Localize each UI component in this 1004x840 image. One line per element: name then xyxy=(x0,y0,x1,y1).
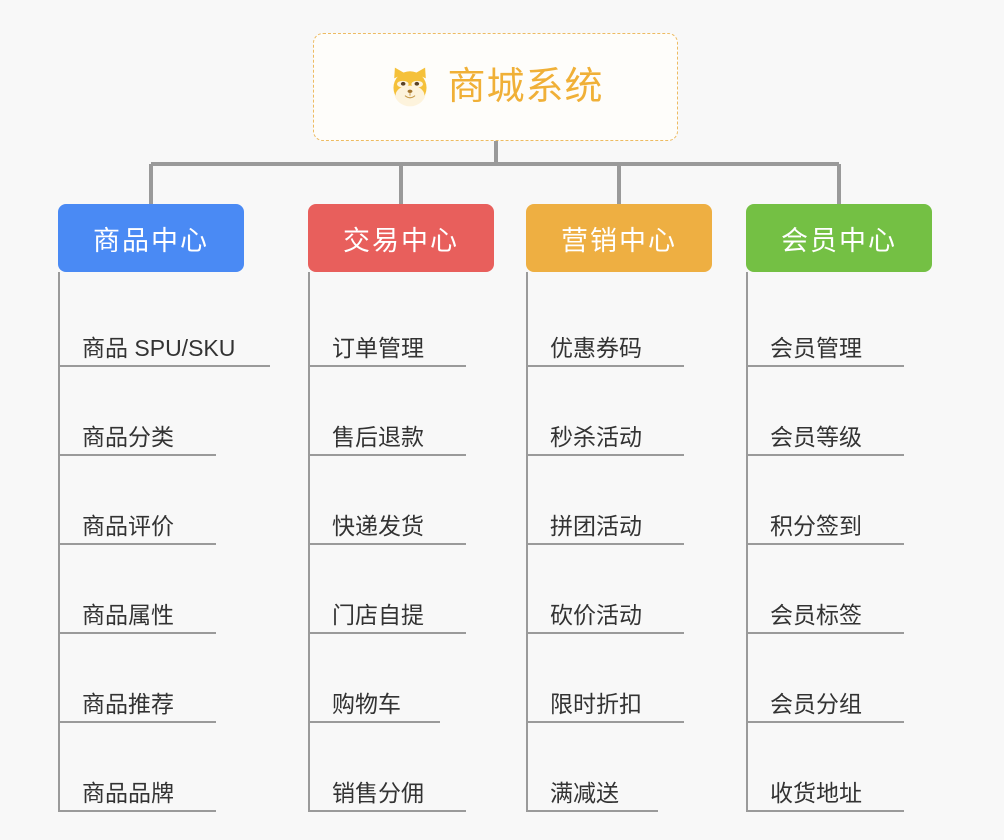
leaf-underline xyxy=(308,543,466,545)
leaf-underline xyxy=(746,721,904,723)
leaf-label: 商品 SPU/SKU xyxy=(82,334,236,361)
leaf-label: 拼团活动 xyxy=(550,512,642,539)
root-title: 商城系统 xyxy=(447,66,604,108)
leaf-underline xyxy=(746,365,904,367)
leaf-underline xyxy=(58,543,216,545)
leaf-item[interactable]: 商品分类 xyxy=(58,367,244,456)
leaf-item[interactable]: 门店自提 xyxy=(308,545,494,634)
branch-header-trade[interactable]: 交易中心 xyxy=(308,204,494,272)
leaf-label: 销售分佣 xyxy=(332,779,424,806)
leaf-label: 限时折扣 xyxy=(550,690,642,717)
leaf-underline xyxy=(58,365,270,367)
branch-spine xyxy=(526,272,528,812)
leaf-item[interactable]: 满减送 xyxy=(526,723,712,812)
branch-header-label: 商品中心 xyxy=(93,225,209,256)
leaf-underline xyxy=(746,543,904,545)
leaf-underline xyxy=(308,632,466,634)
leaf-item[interactable]: 秒杀活动 xyxy=(526,367,712,456)
branch-spine xyxy=(58,272,60,812)
leaf-item[interactable]: 会员等级 xyxy=(746,367,932,456)
leaf-list-member: 会员管理 会员等级 积分签到 会员标签 会员分组 收货地址 xyxy=(746,272,932,812)
leaf-item[interactable]: 商品品牌 xyxy=(58,723,244,812)
branch-products: 商品中心 商品 SPU/SKU 商品分类 商品评价 商品属性 商品推荐 xyxy=(58,204,270,812)
leaf-label: 优惠券码 xyxy=(550,334,642,361)
branch-trade: 交易中心 订单管理 售后退款 快递发货 门店自提 购物车 xyxy=(308,204,494,812)
leaf-label: 会员管理 xyxy=(770,334,862,361)
leaf-underline xyxy=(526,543,684,545)
leaf-item[interactable]: 销售分佣 xyxy=(308,723,494,812)
leaf-item[interactable]: 限时折扣 xyxy=(526,634,712,723)
leaf-label: 会员标签 xyxy=(770,601,862,628)
leaf-label: 快递发货 xyxy=(332,512,424,539)
leaf-item[interactable]: 会员标签 xyxy=(746,545,932,634)
leaf-label: 商品分类 xyxy=(82,423,174,450)
leaf-label: 商品推荐 xyxy=(82,690,174,717)
leaf-underline xyxy=(58,810,216,812)
leaf-underline xyxy=(526,721,684,723)
leaf-label: 商品评价 xyxy=(82,512,174,539)
leaf-item[interactable]: 商品评价 xyxy=(58,456,244,545)
shiba-dog-face-icon xyxy=(393,67,428,107)
leaf-item[interactable]: 快递发货 xyxy=(308,456,494,545)
leaf-list-marketing: 优惠券码 秒杀活动 拼团活动 砍价活动 限时折扣 满减送 xyxy=(526,272,712,812)
leaf-underline xyxy=(308,454,466,456)
leaf-label: 秒杀活动 xyxy=(550,423,642,450)
leaf-item[interactable]: 商品属性 xyxy=(58,545,244,634)
branch-header-label: 交易中心 xyxy=(343,225,459,256)
leaf-item[interactable]: 购物车 xyxy=(308,634,494,723)
leaf-label: 门店自提 xyxy=(332,601,424,628)
leaf-item[interactable]: 商品 SPU/SKU xyxy=(58,278,270,367)
leaf-item[interactable]: 商品推荐 xyxy=(58,634,244,723)
leaf-item[interactable]: 收货地址 xyxy=(746,723,932,812)
branch-spine xyxy=(308,272,310,812)
leaf-label: 积分签到 xyxy=(770,512,862,539)
leaf-item[interactable]: 售后退款 xyxy=(308,367,494,456)
leaf-label: 砍价活动 xyxy=(550,601,642,628)
leaf-label: 满减送 xyxy=(550,779,619,806)
leaf-underline xyxy=(58,721,216,723)
leaf-label: 会员分组 xyxy=(770,690,862,717)
leaf-underline xyxy=(308,810,466,812)
leaf-item[interactable]: 拼团活动 xyxy=(526,456,712,545)
branch-header-label: 营销中心 xyxy=(561,225,677,256)
branch-member: 会员中心 会员管理 会员等级 积分签到 会员标签 会员分组 xyxy=(746,204,932,812)
leaf-label: 会员等级 xyxy=(770,423,862,450)
leaf-item[interactable]: 砍价活动 xyxy=(526,545,712,634)
branch-header-products[interactable]: 商品中心 xyxy=(58,204,244,272)
leaf-item[interactable]: 优惠券码 xyxy=(526,278,712,367)
branch-header-label: 会员中心 xyxy=(781,225,897,256)
leaf-underline xyxy=(746,810,904,812)
branch-marketing: 营销中心 优惠券码 秒杀活动 拼团活动 砍价活动 限时折扣 xyxy=(526,204,712,812)
leaf-underline xyxy=(746,632,904,634)
leaf-list-products: 商品 SPU/SKU 商品分类 商品评价 商品属性 商品推荐 商品品牌 xyxy=(58,272,270,812)
leaf-label: 收货地址 xyxy=(770,779,862,806)
branch-header-member[interactable]: 会员中心 xyxy=(746,204,932,272)
branch-spine xyxy=(746,272,748,812)
leaf-underline xyxy=(526,810,658,812)
leaf-list-trade: 订单管理 售后退款 快递发货 门店自提 购物车 销售分佣 xyxy=(308,272,494,812)
leaf-label: 购物车 xyxy=(332,690,401,717)
leaf-underline xyxy=(308,365,466,367)
branch-header-marketing[interactable]: 营销中心 xyxy=(526,204,712,272)
leaf-underline xyxy=(308,721,440,723)
leaf-underline xyxy=(58,632,216,634)
root-node[interactable]: 商城系统 xyxy=(313,33,678,141)
leaf-label: 商品品牌 xyxy=(82,779,174,806)
leaf-underline xyxy=(746,454,904,456)
leaf-underline xyxy=(58,454,216,456)
leaf-label: 商品属性 xyxy=(82,601,174,628)
leaf-underline xyxy=(526,454,684,456)
leaf-underline xyxy=(526,365,684,367)
leaf-label: 订单管理 xyxy=(332,334,424,361)
leaf-label: 售后退款 xyxy=(332,423,424,450)
leaf-item[interactable]: 积分签到 xyxy=(746,456,932,545)
leaf-underline xyxy=(526,632,684,634)
leaf-item[interactable]: 订单管理 xyxy=(308,278,494,367)
leaf-item[interactable]: 会员分组 xyxy=(746,634,932,723)
leaf-item[interactable]: 会员管理 xyxy=(746,278,932,367)
